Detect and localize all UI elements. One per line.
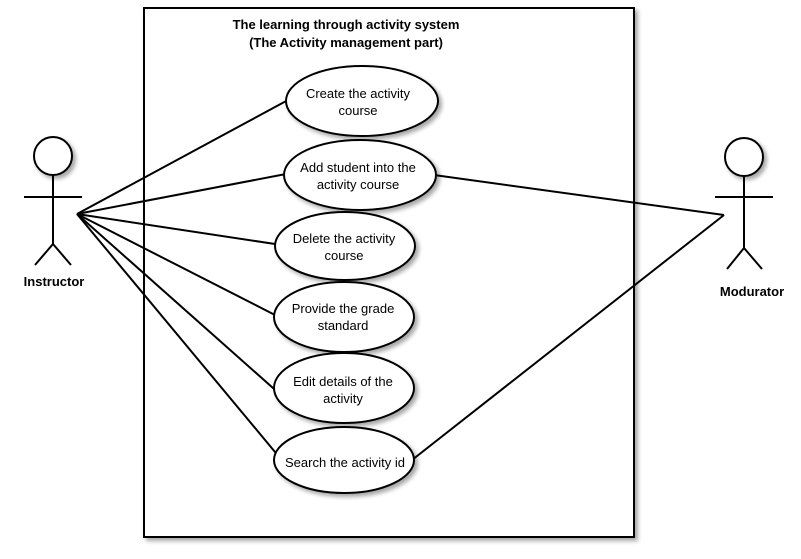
use-case-label-line1: Edit details of the [293,374,393,389]
actor-leg-left [34,243,54,266]
use-case-label-line2: activity course [317,177,399,192]
system-title-line2: (The Activity management part) [249,35,443,50]
instructor-associations [76,99,289,459]
use-case-delete-course[interactable]: Delete the activity course [274,211,416,281]
use-case-create-course[interactable]: Create the activity course [285,65,439,137]
use-case-label-line1: Search the activity id [285,455,405,470]
use-case-label-line2: activity [323,391,363,406]
use-case-ellipse [273,426,415,494]
association-instructor-edit [76,213,283,397]
use-case-label-line1: Provide the grade [292,301,395,316]
use-case-grade-standard[interactable]: Provide the grade standard [273,281,415,353]
use-case-search-id[interactable]: Search the activity id [273,426,415,494]
use-case-ellipse [273,352,415,424]
use-case-ellipse [285,65,439,137]
actor-moderator[interactable] [715,137,773,270]
association-moderator-search [411,214,725,461]
actor-head [33,136,73,176]
use-case-label-line1: Add student into the [300,160,416,175]
use-case-label-line1: Create the activity [306,86,411,101]
moderator-associations [411,174,725,461]
use-case-label-line2: course [338,103,377,118]
use-case-ellipse [273,281,415,353]
actor-leg-right [743,247,763,270]
association-instructor-add-student [76,173,287,215]
use-case-label-line2: standard [318,318,369,333]
association-instructor-create [76,99,289,215]
use-case-edit-details[interactable]: Edit details of the activity [273,352,415,424]
actor-head [724,137,764,177]
system-title-line1: The learning through activity system [233,17,460,32]
actor-label-moderator: Modurator [720,284,784,299]
actor-leg-right [52,243,72,266]
use-case-label-line1: Delete the activity [293,231,396,246]
actor-label-instructor: Instructor [24,274,85,289]
actor-instructor[interactable] [24,136,82,266]
use-case-add-student[interactable]: Add student into the activity course [283,139,437,211]
association-moderator-add-student [433,174,725,216]
actor-leg-left [726,247,745,270]
use-case-label-line2: course [324,248,363,263]
use-case-ellipse [283,139,437,211]
association-instructor-grade [76,213,276,316]
association-instructor-search [76,213,281,459]
association-instructor-delete [76,213,276,245]
use-case-ellipse [274,211,416,281]
